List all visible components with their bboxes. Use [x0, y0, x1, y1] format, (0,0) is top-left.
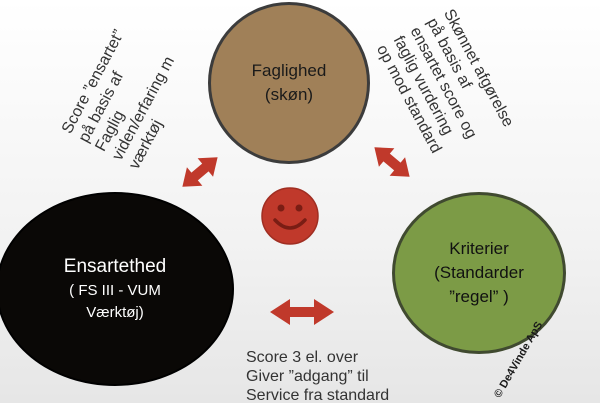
kriterier-subtitle-2: ”regel” ) — [449, 287, 509, 306]
faglighed-circle: Faglighed (skøn) — [208, 2, 370, 164]
note-bottom: Score 3 el. over Giver ”adgang” til Serv… — [246, 348, 389, 405]
kriterier-subtitle-1: (Standarder — [434, 263, 524, 282]
ensartethed-subtitle-1: ( FS III - VUM — [69, 282, 161, 299]
note-bottom-line: Service fra standard — [246, 387, 390, 404]
ensartethed-circle: Ensartethed ( FS III - VUM Værktøj) — [0, 192, 234, 386]
ensartethed-subtitle-2: Værktøj) — [86, 304, 144, 321]
ensartethed-title: Ensartethed — [63, 256, 167, 277]
faglighed-title: Faglighed — [251, 61, 327, 80]
kriterier-title: Kriterier — [449, 239, 509, 258]
faglighed-subtitle: (skøn) — [264, 85, 314, 104]
note-bottom-line: Giver ”adgang” til — [246, 368, 369, 385]
kriterier-circle: Kriterier (Standarder ”regel” ) — [392, 192, 566, 354]
note-bottom-line: Score 3 el. over — [246, 349, 359, 366]
smiley-icon — [261, 187, 319, 245]
